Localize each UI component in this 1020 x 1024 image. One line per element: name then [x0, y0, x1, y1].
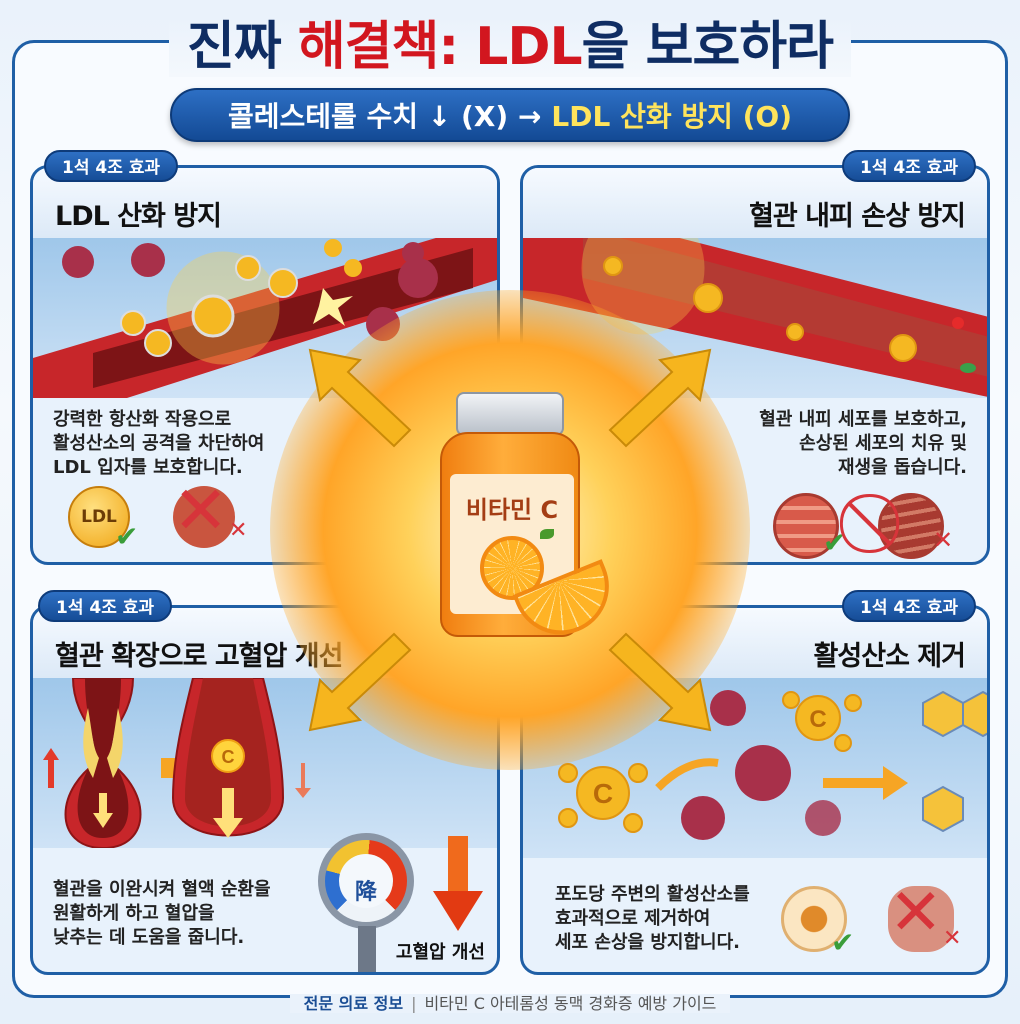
footer-separator: |	[411, 994, 417, 1013]
page-title: 진짜 해결책: LDL을 보호하라	[0, 4, 1020, 79]
leaf-icon	[540, 529, 554, 539]
panel3-badge: 1석 4조 효과	[38, 590, 173, 622]
healthy-cell-icon	[781, 886, 847, 952]
cross-icon: ✕	[889, 876, 943, 950]
panel2-description: 혈관 내피 세포를 보호하고, 손상된 세포의 치유 및 재생을 돕습니다.	[759, 409, 967, 478]
title-part3: 을 보호하라	[581, 17, 834, 77]
panel1-badge: 1석 4조 효과	[44, 150, 179, 182]
subtitle-right: LDL 산화 방지 (O)	[551, 100, 793, 133]
panel1-description: 강력한 항산화 작용으로 활성산소의 공격을 차단하여 LDL 입자를 보호합니…	[53, 409, 265, 478]
bottle-cap	[456, 392, 564, 436]
panel2-badge: 1석 4조 효과	[842, 150, 977, 182]
panel3-description: 혈관을 이완시켜 혈액 순환을 원활하게 하고 혈압을 낮추는 데 도움을 줍니…	[53, 879, 271, 948]
small-cross-icon: ✕	[943, 926, 962, 951]
gauge-stem	[358, 926, 376, 972]
svg-text:C: C	[222, 747, 235, 767]
cross-icon: ✕	[173, 472, 229, 549]
panel3-title: 혈관 확장으로 고혈압 개선	[55, 641, 343, 672]
panel2-title: 혈관 내피 손상 방지	[749, 201, 966, 232]
small-cross-icon: ✕	[229, 518, 248, 543]
vasodilation-illustration: C	[33, 678, 497, 848]
bottle-label: 비타민 C	[465, 496, 559, 524]
hypertension-improvement-label: 고혈압 개선	[395, 942, 485, 963]
title-part1: 진짜	[187, 17, 298, 77]
small-cross-icon: ✕	[933, 526, 954, 554]
subtitle-left: 콜레스테롤 수치 ↓ (X) →	[227, 100, 542, 133]
blood-pressure-gauge: 降	[318, 833, 414, 929]
svg-text:C: C	[593, 778, 613, 809]
healthy-vessel-icon	[773, 493, 839, 559]
damaged-cell-icon	[888, 886, 954, 952]
check-icon: ✔	[823, 526, 847, 559]
gauge-label: 降	[339, 854, 393, 908]
footer-source: 전문 의료 정보	[303, 994, 404, 1013]
panel4-description: 포도당 주변의 활성산소를 효과적으로 제거하여 세포 손상을 방지합니다.	[555, 884, 750, 953]
damaged-vessel-icon	[878, 493, 944, 559]
panel4-title: 활성산소 제거	[813, 641, 966, 672]
footer-guide: 비타민 C 아테롬성 동맥 경화증 예방 가이드	[424, 994, 717, 1013]
effect-arrows	[308, 348, 712, 732]
subtitle-banner: 콜레스테롤 수치 ↓ (X) → LDL 산화 방지 (O)	[170, 88, 850, 142]
ldl-protected-icon: LDL	[68, 486, 130, 548]
title-part2: 해결책: LDL	[297, 17, 583, 77]
svg-text:C: C	[809, 706, 826, 733]
panel4-badge: 1석 4조 효과	[842, 590, 977, 622]
panel1-title: LDL 산화 방지	[55, 201, 222, 232]
oxidized-particle-icon	[173, 486, 235, 548]
footer: 전문 의료 정보 | 비타민 C 아테롬성 동맥 경화증 예방 가이드	[0, 990, 1020, 1014]
check-icon: ✔	[115, 520, 139, 553]
check-icon: ✔	[831, 926, 855, 959]
